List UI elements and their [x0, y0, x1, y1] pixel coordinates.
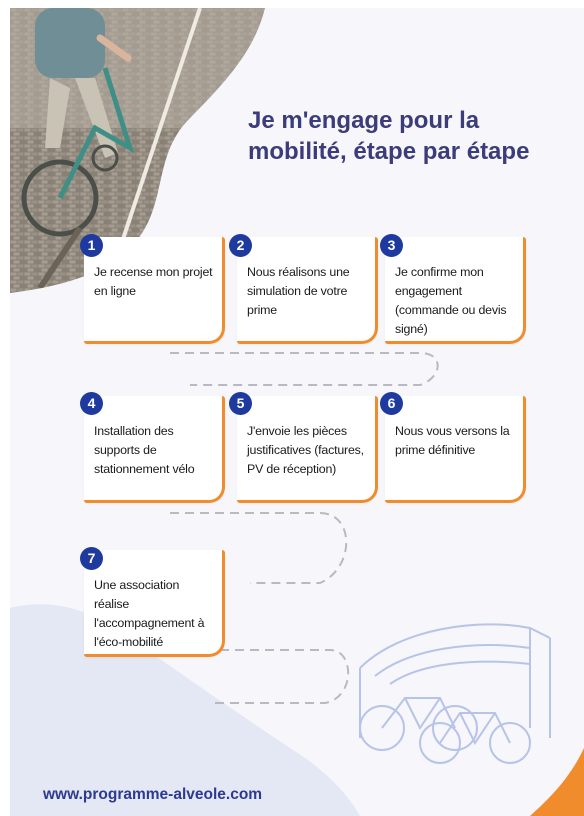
- step-text-3: Je confirme mon engagement (commande ou …: [395, 265, 507, 336]
- step-text-4: Installation des supports de stationneme…: [94, 424, 195, 476]
- infographic-page: Je m'engage pour la mobilité, étape par …: [10, 8, 584, 816]
- step-badge-1: 1: [80, 234, 103, 257]
- page-title: Je m'engage pour la mobilité, étape par …: [248, 105, 568, 167]
- step-card-2: Nous réalisons une simulation de votre p…: [237, 237, 378, 344]
- step-text-6: Nous vous versons la prime définitive: [395, 424, 510, 457]
- dashed-connector: [170, 352, 551, 764]
- step-text-5: J'envoie les pièces justificatives (fact…: [247, 424, 364, 476]
- title-line-1: Je m'engage pour la: [248, 107, 480, 134]
- title-line-2: mobilité, étape par étape: [248, 138, 530, 165]
- step-card-1: Je recense mon projet en ligne: [84, 237, 225, 344]
- step-card-4: Installation des supports de stationneme…: [84, 396, 225, 503]
- step-badge-2: 2: [229, 234, 252, 257]
- website-link[interactable]: www.programme-alveole.com: [43, 786, 263, 803]
- step-badge-4: 4: [80, 392, 103, 415]
- step-badge-5: 5: [229, 392, 252, 415]
- step-text-1: Je recense mon projet en ligne: [94, 265, 213, 298]
- step-card-3: Je confirme mon engagement (commande ou …: [385, 237, 526, 344]
- background-blob: [10, 604, 584, 816]
- step-card-6: Nous vous versons la prime définitive: [385, 396, 526, 503]
- step-badge-6: 6: [380, 392, 403, 415]
- step-card-5: J'envoie les pièces justificatives (fact…: [237, 396, 378, 503]
- step-text-2: Nous réalisons une simulation de votre p…: [247, 265, 350, 317]
- step-badge-3: 3: [380, 234, 403, 257]
- step-text-7: Une association réalise l'accompagnement…: [94, 578, 205, 649]
- step-card-7: Une association réalise l'accompagnement…: [84, 550, 225, 657]
- step-badge-7: 7: [80, 547, 103, 570]
